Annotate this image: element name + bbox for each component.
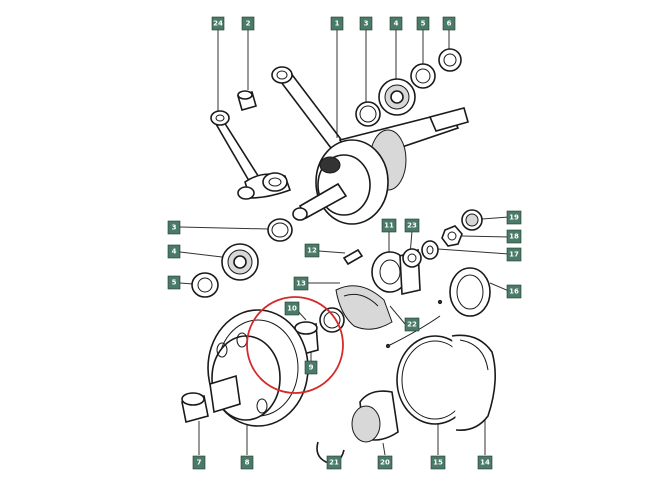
callout-badge: 11 xyxy=(381,218,397,233)
svg-text:17: 17 xyxy=(509,251,519,259)
key-pin xyxy=(342,248,364,266)
wrist-pin-bush xyxy=(237,90,257,111)
oil-seal-top xyxy=(438,48,462,72)
callout-badge: 19 xyxy=(506,210,522,225)
callout-badge: 17 xyxy=(506,247,522,262)
svg-text:5: 5 xyxy=(172,279,177,287)
connecting-rod-small xyxy=(210,110,292,200)
svg-text:23: 23 xyxy=(407,222,417,230)
callout-badge: 2 xyxy=(241,16,255,31)
callout-badge: 5 xyxy=(167,275,181,290)
callout-badge: 15 xyxy=(430,455,446,470)
svg-text:11: 11 xyxy=(384,222,394,230)
callout-badge: 18 xyxy=(506,229,522,244)
svg-text:9: 9 xyxy=(309,364,314,372)
small-bearing xyxy=(461,209,483,231)
svg-text:6: 6 xyxy=(447,20,452,28)
clutch-hub xyxy=(371,248,422,295)
seal-ring-top xyxy=(355,101,381,127)
hex-nut xyxy=(441,225,463,247)
drum-bush xyxy=(181,392,209,423)
svg-text:22: 22 xyxy=(407,321,417,329)
svg-text:14: 14 xyxy=(480,459,490,467)
highlight-circle xyxy=(246,296,344,394)
callout-badge: 13 xyxy=(293,276,309,291)
callout-badge: 10 xyxy=(284,301,300,316)
callout-badge: 24 xyxy=(211,16,225,31)
callout-badge: 3 xyxy=(359,16,373,31)
svg-text:8: 8 xyxy=(245,459,250,467)
clutch-shoe xyxy=(335,285,393,330)
svg-text:7: 7 xyxy=(197,459,202,467)
shim-ring-left xyxy=(191,272,219,298)
svg-text:12: 12 xyxy=(307,247,317,255)
svg-text:3: 3 xyxy=(364,20,369,28)
callout-badge: 14 xyxy=(477,455,493,470)
svg-text:19: 19 xyxy=(509,214,519,222)
svg-text:4: 4 xyxy=(172,248,177,256)
svg-text:1: 1 xyxy=(335,20,340,28)
crankshaft xyxy=(271,66,469,225)
svg-text:4: 4 xyxy=(394,20,399,28)
callout-badge: 3 xyxy=(167,220,181,235)
ball-bearing-top xyxy=(378,78,416,116)
svg-text:10: 10 xyxy=(287,305,297,313)
svg-text:15: 15 xyxy=(433,459,443,467)
callout-badge: 9 xyxy=(304,360,318,375)
callout-badge: 21 xyxy=(326,455,342,470)
svg-text:16: 16 xyxy=(509,288,519,296)
callout-badge: 8 xyxy=(240,455,254,470)
o-ring xyxy=(319,307,345,333)
svg-text:18: 18 xyxy=(509,233,519,241)
tab-lock-washer xyxy=(449,267,491,317)
pinion-gear xyxy=(351,390,399,443)
svg-text:5: 5 xyxy=(421,20,426,28)
svg-text:21: 21 xyxy=(329,459,339,467)
seal-ring-left xyxy=(267,218,293,242)
callout-badge: 20 xyxy=(377,455,393,470)
callout-badge: 5 xyxy=(416,16,430,31)
callout-badge: 4 xyxy=(167,244,181,259)
svg-text:3: 3 xyxy=(172,224,177,232)
svg-text:24: 24 xyxy=(213,20,223,28)
callout-badge: 12 xyxy=(304,243,320,258)
ball-bearing-left xyxy=(221,243,259,281)
callout-badge: 22 xyxy=(404,317,420,332)
callout-badge: 4 xyxy=(389,16,403,31)
callout-badge: 23 xyxy=(404,218,420,233)
shim-ring-top xyxy=(410,63,436,89)
clutch-drum xyxy=(207,309,309,427)
outer-housing xyxy=(451,334,496,432)
callout-badge: 1 xyxy=(330,16,344,31)
svg-text:20: 20 xyxy=(380,459,390,467)
callout-badge: 16 xyxy=(506,284,522,299)
svg-text:13: 13 xyxy=(296,280,306,288)
svg-text:2: 2 xyxy=(246,20,251,28)
callout-badge: 7 xyxy=(192,455,206,470)
callout-badge: 6 xyxy=(442,16,456,31)
washer xyxy=(421,240,439,260)
